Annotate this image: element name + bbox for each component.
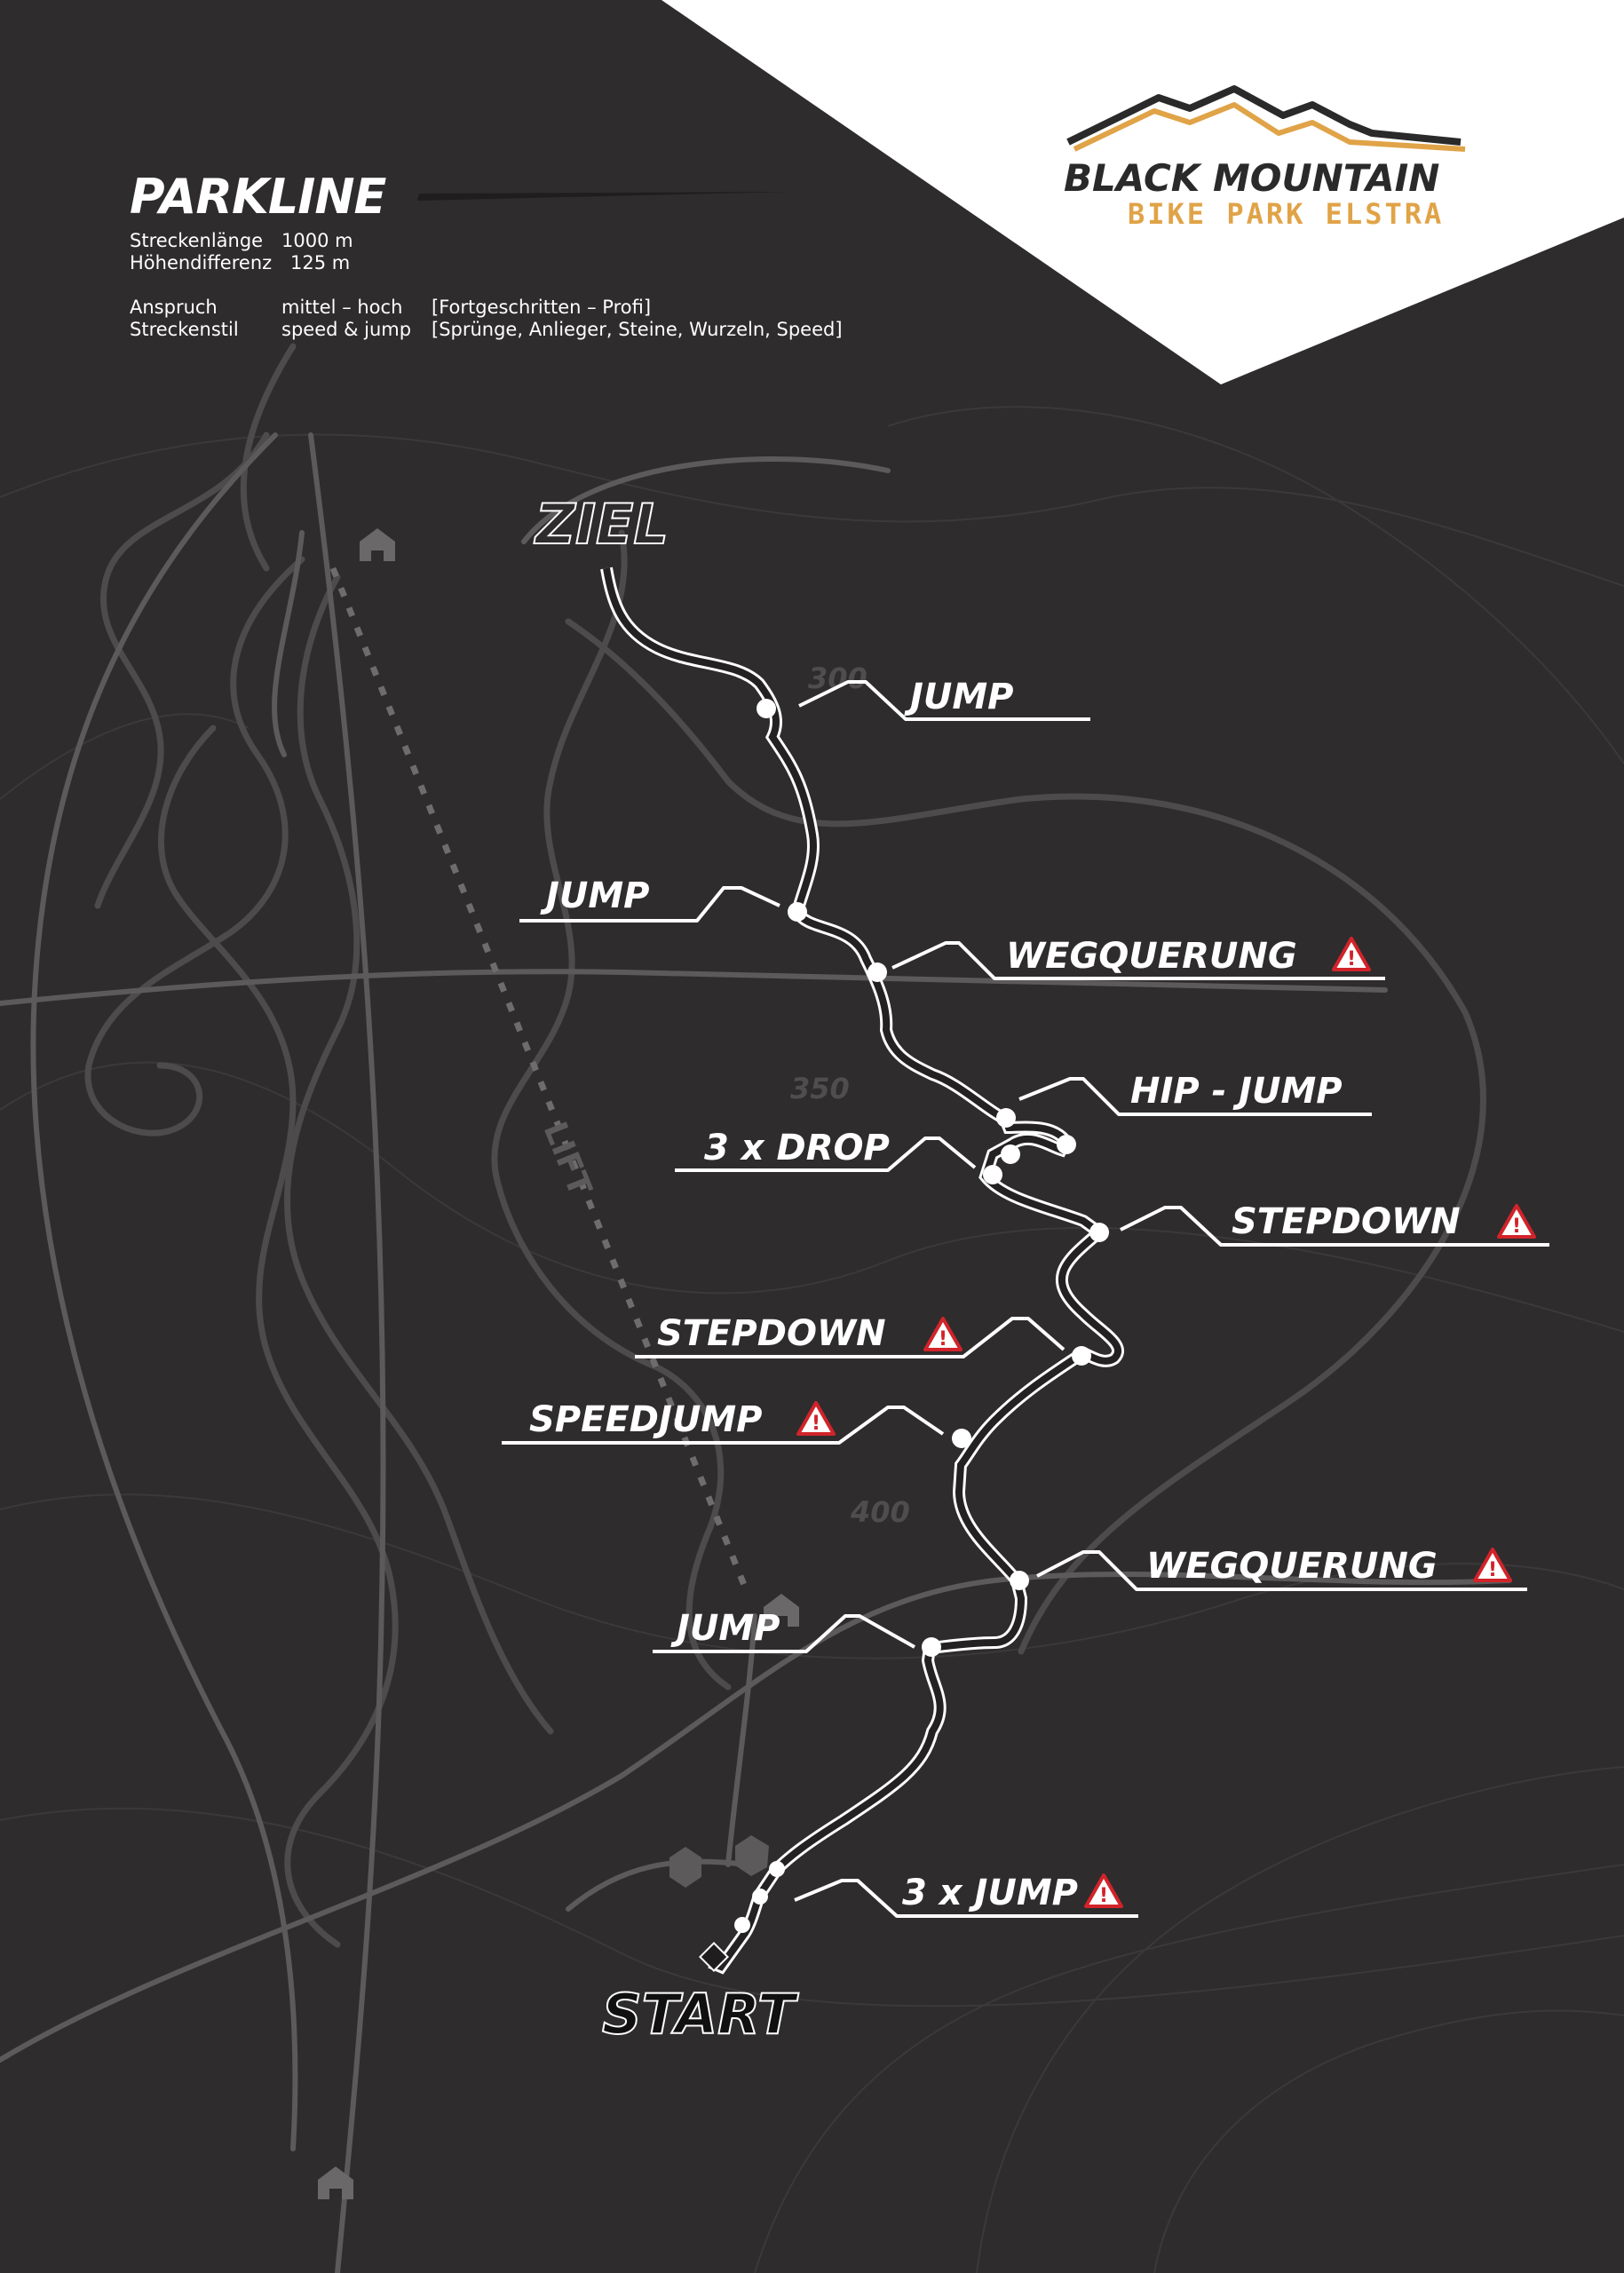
waypoint-jump-1 <box>757 699 776 718</box>
house-icon <box>360 528 395 561</box>
lift-line <box>329 566 749 1591</box>
feature-label: 3 x DROP <box>704 1128 890 1168</box>
warning-icon: ! <box>1473 1548 1512 1582</box>
feature-label: JUMP <box>904 677 1013 717</box>
feature-label: JUMP <box>670 1608 780 1649</box>
stat-style-value: speed & jump <box>281 319 412 340</box>
feature-label: 3 x JUMP <box>902 1873 1078 1913</box>
brand-logo: BLACK MOUNTAIN BIKE PARK ELSTRA <box>1064 85 1466 231</box>
house-icon <box>764 1594 799 1627</box>
waypoint-hip-jump <box>996 1108 1016 1128</box>
logo-corner <box>661 0 1624 384</box>
stat-elevation-value: 125 m <box>290 252 351 273</box>
stat-difficulty-note: [Fortgeschritten – Profi] <box>432 297 652 318</box>
waypoints <box>757 699 1109 1657</box>
contour-main <box>84 343 1486 1948</box>
waypoint-stepdown-2 <box>1072 1346 1091 1366</box>
brand-sub: BIKE PARK ELSTRA <box>1128 197 1444 231</box>
warning-icon: ! <box>923 1317 963 1351</box>
feature-label: WEGQUERUNG <box>1146 1546 1438 1587</box>
feature-label: STEPDOWN <box>657 1313 886 1354</box>
warning-icon: ! <box>1332 937 1371 971</box>
finish-label: ZIEL <box>534 492 669 557</box>
contour-lines <box>0 406 1624 2273</box>
feature-label: STEPDOWN <box>1232 1201 1461 1242</box>
waypoint-speedjump <box>952 1429 971 1448</box>
stat-style-note: [Sprünge, Anlieger, Steine, Wurzeln, Spe… <box>432 319 843 340</box>
stat-style-label: Streckenstil <box>130 319 239 340</box>
stat-difficulty-value: mittel – hoch <box>281 297 403 318</box>
waypoint-jump-3 <box>922 1637 941 1657</box>
station-hex-icon <box>735 1835 769 1876</box>
stat-difficulty-label: Anspruch <box>130 297 218 318</box>
warning-icon: ! <box>796 1401 836 1436</box>
stat-elevation-label: Höhendifferenz <box>130 252 273 273</box>
roads <box>0 432 1512 2273</box>
svg-text:!: ! <box>812 1413 820 1435</box>
start-label: START <box>602 1982 799 2047</box>
waypoint-drop-2 <box>983 1165 1002 1184</box>
feature-label: HIP - JUMP <box>1130 1071 1343 1112</box>
lift-label: LIFT <box>536 1117 598 1201</box>
station-hex-icon <box>669 1847 701 1888</box>
waypoint-hip-jump-2 <box>1057 1135 1076 1154</box>
contour-label-350: 350 <box>790 1072 850 1105</box>
svg-text:!: ! <box>1347 948 1356 970</box>
stat-length-value: 1000 m <box>281 230 353 251</box>
waypoint-stepdown-1 <box>1089 1223 1109 1242</box>
warning-icon: ! <box>1084 1873 1123 1908</box>
svg-text:!: ! <box>1099 1885 1108 1907</box>
contour-label-400: 400 <box>850 1495 910 1529</box>
label-ramps <box>502 680 1549 1918</box>
start-dots <box>699 1861 785 1972</box>
stat-length-label: Streckenlänge <box>130 230 264 251</box>
feature-label: JUMP <box>540 875 649 916</box>
contour-label-300: 300 <box>808 661 867 695</box>
waypoint-jump-2 <box>788 902 807 922</box>
title-underline <box>417 192 790 201</box>
trail-route <box>606 568 1118 1967</box>
brand-name: BLACK MOUNTAIN <box>1064 156 1439 200</box>
page-title: PARKLINE <box>130 169 386 225</box>
feature-label: SPEEDJUMP <box>529 1399 762 1440</box>
svg-text:!: ! <box>939 1328 947 1350</box>
svg-text:!: ! <box>1488 1559 1497 1581</box>
svg-text:!: ! <box>1512 1216 1521 1238</box>
waypoint-drop-1 <box>1001 1144 1020 1164</box>
waypoint-wegquerung-2 <box>1010 1571 1029 1590</box>
waypoint-wegquerung-1 <box>867 962 887 982</box>
feature-label: WEGQUERUNG <box>1006 936 1297 977</box>
house-icon <box>318 2166 353 2199</box>
feature-labels: JUMP JUMP WEGQUERUNG HIP - JUMP 3 x DROP… <box>529 677 1461 1913</box>
warning-icon: ! <box>1497 1204 1536 1239</box>
